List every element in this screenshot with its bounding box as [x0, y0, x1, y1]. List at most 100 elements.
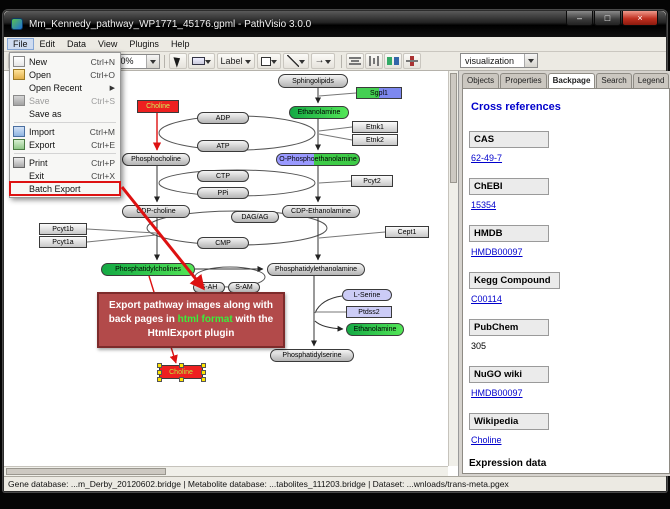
menu-view[interactable]: View [98, 39, 118, 49]
backpage-link[interactable]: Choline [471, 435, 502, 445]
pathway-node-etnk2[interactable]: Etnk2 [352, 134, 398, 146]
selection-tool-button[interactable] [168, 53, 187, 69]
pathway-node-ethanolamine[interactable]: Ethanolamine [346, 323, 404, 336]
menu-item-shortcut: Ctrl+S [91, 95, 115, 106]
backpage-link[interactable]: C00114 [471, 294, 502, 304]
pathway-node-ethanolamine[interactable]: Ethanolamine [289, 106, 349, 119]
no-icon [13, 82, 25, 93]
selection-handle[interactable] [179, 363, 184, 368]
minimize-button[interactable]: – [566, 11, 593, 26]
pathway-node-ppi[interactable]: PPi [197, 187, 249, 199]
distribute-button[interactable] [383, 53, 402, 69]
canvas-horizontal-scrollbar[interactable] [4, 466, 448, 476]
selection-handle[interactable] [201, 377, 206, 382]
titlebar[interactable]: Mm_Kennedy_pathway_WP1771_45176.gpml - P… [4, 11, 666, 37]
backpage-link[interactable]: HMDB00097 [471, 247, 523, 257]
shape-template-button[interactable] [256, 53, 281, 69]
zoom-dropdown-arrow-icon[interactable] [145, 54, 159, 68]
align-horizontal-button[interactable] [345, 53, 364, 69]
menu-item-label: Batch Export [29, 183, 81, 194]
pathway-node-l-serine[interactable]: L-Serine [342, 289, 392, 301]
menu-data[interactable]: Data [67, 39, 87, 49]
tab-backpage[interactable]: Backpage [547, 73, 596, 88]
canvas-vertical-scrollbar[interactable] [448, 71, 458, 466]
pathway-node-cmp[interactable]: CMP [197, 237, 249, 249]
selection-handle[interactable] [157, 370, 162, 375]
statusbar-text: Gene database: ...m_Derby_20120602.bridg… [8, 479, 509, 489]
menu-file[interactable]: File [7, 38, 34, 50]
menu-edit[interactable]: Edit [39, 39, 56, 49]
label-template-button[interactable]: Label [216, 53, 255, 69]
pathway-node-choline[interactable]: Choline [137, 100, 179, 113]
file-menu-item-save-as[interactable]: Save as [10, 107, 120, 120]
horizontal-scroll-thumb[interactable] [6, 468, 166, 475]
menu-plugins[interactable]: Plugins [129, 39, 159, 49]
visualization-combobox[interactable]: visualization [460, 53, 538, 68]
pathway-node-pcyt1a[interactable]: Pcyt1a [39, 236, 87, 248]
visualization-dropdown-arrow-icon[interactable] [524, 54, 537, 67]
menu-help[interactable]: Help [170, 39, 190, 49]
backpage-link[interactable]: HMDB00097 [471, 388, 523, 398]
menu-item-label: Exit [29, 170, 45, 181]
pathway-node-etnk1[interactable]: Etnk1 [352, 121, 398, 133]
file-menu-item-batch-export[interactable]: Batch Export [9, 181, 121, 196]
pathway-node-cdp-ethanolamine[interactable]: CDP-Ethanolamine [282, 205, 360, 218]
datanode-template-button[interactable] [187, 53, 215, 69]
backpage-link[interactable]: 15354 [471, 200, 497, 210]
tab-search[interactable]: Search [596, 73, 632, 88]
align-vertical-button[interactable] [364, 53, 383, 69]
tab-objects[interactable]: Objects [462, 73, 500, 88]
pathway-node-adp[interactable]: ADP [197, 112, 249, 124]
close-button[interactable]: × [622, 11, 658, 26]
selection-handle[interactable] [157, 377, 162, 382]
backpage-link[interactable]: 62-49-7 [471, 153, 503, 163]
open-icon [13, 69, 25, 80]
pathway-node-dag-ag[interactable]: DAG/AG [231, 211, 279, 223]
new-icon [13, 56, 25, 67]
pathway-node-cdp-choline[interactable]: CDP-choline [122, 205, 190, 218]
pathway-node-ctp[interactable]: CTP [197, 170, 249, 182]
arrow-template-button[interactable]: → [310, 53, 335, 69]
selection-handle[interactable] [201, 363, 206, 368]
pathway-node-atp[interactable]: ATP [197, 140, 249, 152]
pathway-node-sgpl1[interactable]: Sgpl1 [356, 87, 402, 99]
vertical-scroll-thumb[interactable] [450, 73, 457, 183]
tab-legend[interactable]: Legend [632, 73, 670, 88]
pathway-node-cept1[interactable]: Cept1 [385, 226, 429, 238]
pathway-node-phosphocholine[interactable]: Phosphocholine [122, 153, 190, 166]
pathway-node-ptdss2[interactable]: Ptdss2 [346, 306, 392, 318]
center-objects-button[interactable] [402, 53, 421, 69]
file-menu-item-open-recent[interactable]: Open Recent▶ [10, 81, 120, 94]
selection-handle[interactable] [157, 363, 162, 368]
pathway-node-choline[interactable]: Choline [157, 363, 206, 382]
maximize-button[interactable]: □ [594, 11, 621, 26]
menu-item-label: Import [29, 126, 55, 137]
menu-item-label: Save as [29, 108, 62, 119]
pathway-node-o-phosphoethanolamine[interactable]: O-Phosphoethanolamine [276, 153, 360, 166]
selection-handle[interactable] [201, 370, 206, 375]
annotation-callout: Export pathway images along with back pa… [97, 292, 285, 348]
pathway-node-phosphatidylserine[interactable]: Phosphatidylserine [270, 349, 354, 362]
pathway-node-sphingolipids[interactable]: Sphingolipids [278, 74, 348, 88]
pathway-node-pcyt2[interactable]: Pcyt2 [351, 175, 393, 187]
tab-properties[interactable]: Properties [500, 73, 547, 88]
pathway-node-pcyt1b[interactable]: Pcyt1b [39, 223, 87, 235]
pathway-node-phosphatidylcholines[interactable]: Phosphatidylcholines [101, 263, 195, 276]
menu-separator [14, 153, 116, 154]
selection-handle[interactable] [179, 377, 184, 382]
line-template-button[interactable] [282, 53, 309, 69]
pathway-node-phosphatidylethanolamine[interactable]: Phosphatidylethanolamine [267, 263, 365, 276]
menu-item-shortcut: Ctrl+N [90, 56, 115, 67]
print-icon [13, 157, 25, 168]
annotation-highlight: html format [177, 314, 233, 325]
